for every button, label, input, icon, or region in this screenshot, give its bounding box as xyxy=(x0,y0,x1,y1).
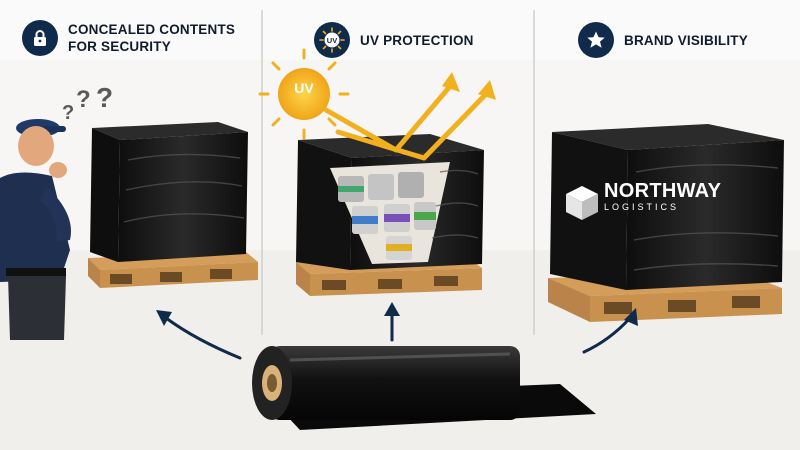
pallet-3-base-front xyxy=(548,278,590,322)
wrapped-box-1-front xyxy=(90,128,120,262)
question-mark: ? xyxy=(76,86,91,113)
uv-icon-label: UV xyxy=(327,36,337,45)
pallet-2-slot-3 xyxy=(434,276,458,286)
brand-name: NORTHWAY xyxy=(604,179,722,202)
worker-head xyxy=(18,126,54,166)
film-sheen-1 xyxy=(123,153,245,223)
paint-can-stripe xyxy=(384,214,410,222)
panel-title: BRAND VISIBILITY xyxy=(624,32,748,49)
wrapped-box-3-top xyxy=(552,124,784,150)
worker-arm xyxy=(40,186,71,242)
pallet-1-slot-1 xyxy=(110,274,132,284)
uv-sun-icon: UV xyxy=(314,22,350,58)
brand-logo: NORTHWAY LOGISTICS xyxy=(566,180,721,214)
pallet-3-slot-1 xyxy=(604,302,632,314)
wrapped-box-1-side xyxy=(118,132,248,262)
panel-title: CONCEALED CONTENTS FOR SECURITY xyxy=(68,21,235,55)
worker-hand xyxy=(49,162,67,178)
paint-can-stripe xyxy=(338,186,364,192)
panel-title-line: UV PROTECTION xyxy=(360,32,474,48)
worker-figure xyxy=(0,119,71,340)
sun-icon xyxy=(258,48,350,140)
panel-title-line: CONCEALED CONTENTS xyxy=(68,22,236,37)
pallet-1-slot-2 xyxy=(160,272,182,282)
flow-arrow-right xyxy=(582,316,632,354)
paint-can-stripe xyxy=(414,212,436,220)
brand-logo-spacer xyxy=(566,180,598,214)
pallet-1-base-front xyxy=(88,258,100,288)
pallet-3 xyxy=(548,124,784,322)
panel-title-line: FOR SECURITY xyxy=(68,39,171,54)
question-mark: ? xyxy=(62,102,75,124)
paint-cans xyxy=(338,172,436,260)
brand-subtitle: LOGISTICS xyxy=(604,201,680,212)
pallet-2-slot-1 xyxy=(322,280,346,290)
worker-belt xyxy=(6,268,66,276)
wrapped-box-1-top xyxy=(92,122,248,140)
paint-can xyxy=(368,174,394,200)
uv-arrowhead-1 xyxy=(442,72,460,92)
pallet-1-slot-3 xyxy=(210,269,232,279)
flow-arrows xyxy=(164,312,632,360)
roll-sheen xyxy=(289,352,511,362)
worker-legs xyxy=(8,276,66,340)
wrapped-box-2-front xyxy=(296,140,352,270)
film-sheen-3 xyxy=(633,164,779,271)
film-sheen-2 xyxy=(431,169,479,239)
uv-ray-2 xyxy=(335,89,491,161)
pallet-1 xyxy=(88,122,258,288)
roll-core-hole xyxy=(267,374,277,392)
paint-can xyxy=(398,172,424,198)
panel-title-line: BRAND VISIBILITY xyxy=(624,32,748,48)
paint-can-stripe xyxy=(386,244,412,251)
sun-label: UV xyxy=(294,80,314,96)
wrapped-box-3-side xyxy=(626,140,784,290)
pallet-2-slot-2 xyxy=(378,279,402,289)
star-icon xyxy=(578,22,614,58)
uv-arrowhead-2 xyxy=(478,80,496,100)
pallet-3-slot-3 xyxy=(732,296,760,308)
lock-icon xyxy=(22,20,58,56)
roll-body xyxy=(270,346,520,420)
flow-arrowhead-center xyxy=(384,302,400,316)
pallet-3-slot-2 xyxy=(668,300,696,312)
question-mark: ? xyxy=(96,82,114,113)
panel-header-uv: UV UV PROTECTION xyxy=(314,22,474,58)
pallet-2 xyxy=(296,134,484,296)
flow-arrowhead-right xyxy=(624,308,638,326)
stretch-film-roll xyxy=(252,346,596,430)
brand-wordmark: NORTHWAY LOGISTICS xyxy=(604,181,721,214)
panel-header-concealed: CONCEALED CONTENTS FOR SECURITY xyxy=(22,20,235,56)
flow-arrow-left xyxy=(164,316,242,360)
sun-disc xyxy=(278,68,330,120)
panel-header-brand: BRAND VISIBILITY xyxy=(578,22,748,58)
panel-title: UV PROTECTION xyxy=(360,32,474,49)
uv-reflection-arrows xyxy=(323,81,491,161)
pallet-2-base-front xyxy=(296,262,310,296)
flow-arrowhead-left xyxy=(156,310,172,326)
paint-can-stripe xyxy=(352,216,378,224)
box-logo-icon xyxy=(566,186,598,220)
sun-rays xyxy=(258,48,350,140)
